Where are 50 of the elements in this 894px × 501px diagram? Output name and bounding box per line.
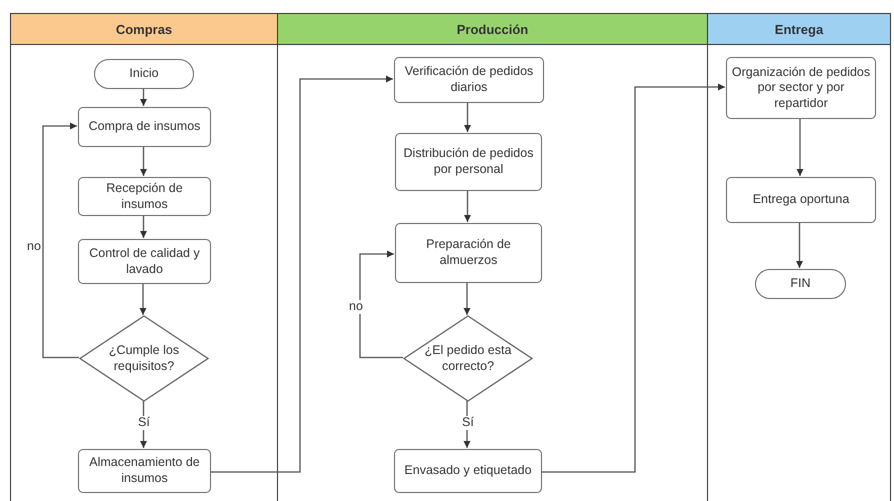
arrow — [359, 250, 403, 358]
arrow — [464, 282, 470, 315]
lane-title: Entrega — [774, 22, 824, 36]
lane-title: Compras — [116, 22, 172, 36]
edge-label: Sí — [137, 416, 151, 430]
arrow — [140, 88, 147, 106]
node-text: Entrega oportuna — [752, 192, 850, 208]
node-text: Almacenamiento de insumos — [88, 455, 201, 487]
node-text: Organización de pedidos por sector y por repartidor — [730, 64, 872, 112]
decision-diamond — [404, 316, 532, 401]
node-text: ¿El pedido esta correcto? — [424, 342, 512, 374]
arrow — [140, 283, 146, 315]
arrow — [42, 122, 79, 358]
process-box — [78, 449, 211, 493]
edge-label: Sí — [461, 416, 475, 430]
node-text: Control de calidad y lavado — [88, 246, 201, 278]
arrow — [464, 102, 471, 132]
arrow — [464, 400, 470, 448]
arrow — [796, 118, 804, 176]
process-box — [395, 223, 542, 283]
node-text: Inicio — [128, 66, 160, 82]
arrow — [541, 84, 725, 473]
node-text: Compra de insumos — [88, 119, 202, 135]
swimlane — [10, 13, 278, 501]
process-box — [78, 239, 211, 284]
arrow — [796, 222, 803, 268]
process-box — [726, 177, 876, 223]
node-text: Distribución de pedidos por personal — [402, 146, 534, 178]
node-text: Envasado y etiquetado — [403, 463, 533, 479]
arrow — [210, 76, 393, 473]
node-text: Verificación de pedidos diarios — [404, 64, 534, 96]
arrow — [464, 190, 471, 222]
lane-title: Producción — [456, 22, 528, 36]
node-text: ¿Cumple los requisitos? — [108, 342, 180, 374]
process-box — [78, 107, 211, 147]
arrow — [140, 146, 147, 176]
process-box — [395, 133, 542, 191]
swimlane — [707, 13, 891, 501]
node-text: Preparación de almuerzos — [425, 237, 512, 269]
node-text: FIN — [789, 276, 812, 292]
terminal-shape — [94, 59, 194, 89]
process-box — [394, 449, 542, 493]
edge-label: no — [348, 300, 364, 314]
decision-diamond — [80, 316, 208, 401]
process-box — [78, 177, 211, 216]
node-text: Recepción de insumos — [105, 180, 184, 212]
process-box — [394, 57, 544, 103]
process-box — [726, 57, 876, 119]
terminal-shape — [755, 269, 846, 299]
arrow — [140, 215, 147, 238]
